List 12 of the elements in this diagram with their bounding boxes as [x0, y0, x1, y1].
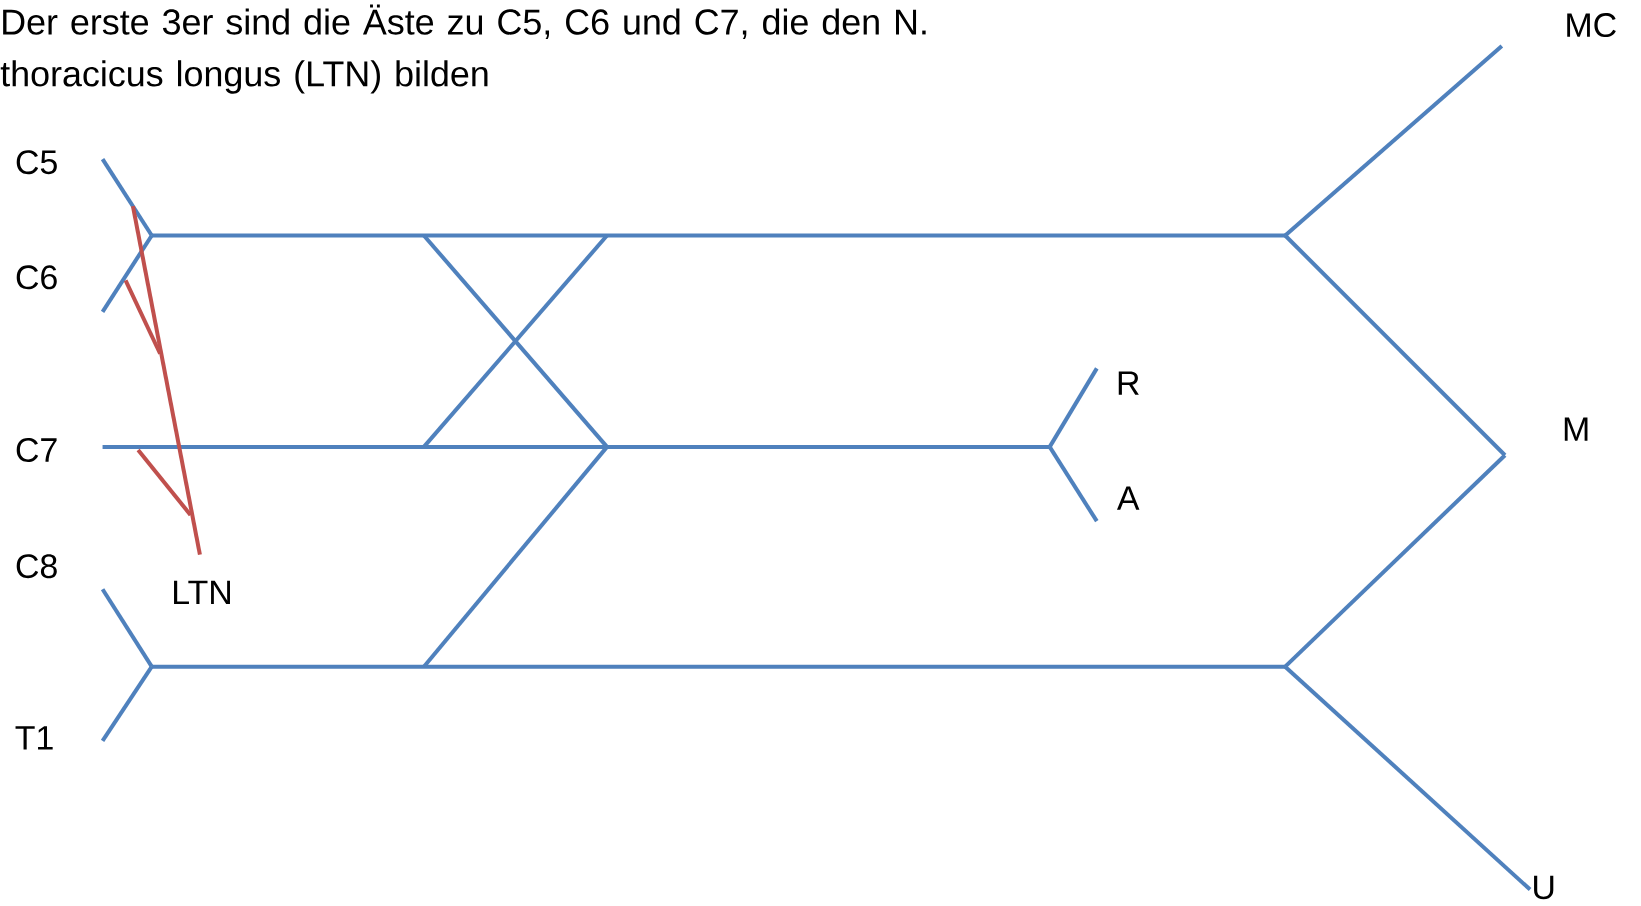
nerve-label: MC — [1567, 12, 1616, 37]
nerve-label: A — [1116, 486, 1140, 510]
nerve-label: C7 — [16, 437, 57, 462]
nerve-label: R — [1118, 371, 1139, 395]
nerve-label: C6 — [16, 265, 57, 290]
title: Der erste 3er sind die Äste zu C5, C6 und C7, die den N. thoracicus longus (LTN) bilden — [0, 4, 926, 94]
nerve-label: C8 — [16, 554, 57, 578]
nerve-label: U — [1534, 875, 1554, 900]
nerve-label: T1 — [15, 726, 53, 750]
nerve-label: M — [1564, 417, 1588, 441]
nerve-label: LTN — [174, 580, 230, 604]
nerve-label: C5 — [16, 150, 57, 175]
